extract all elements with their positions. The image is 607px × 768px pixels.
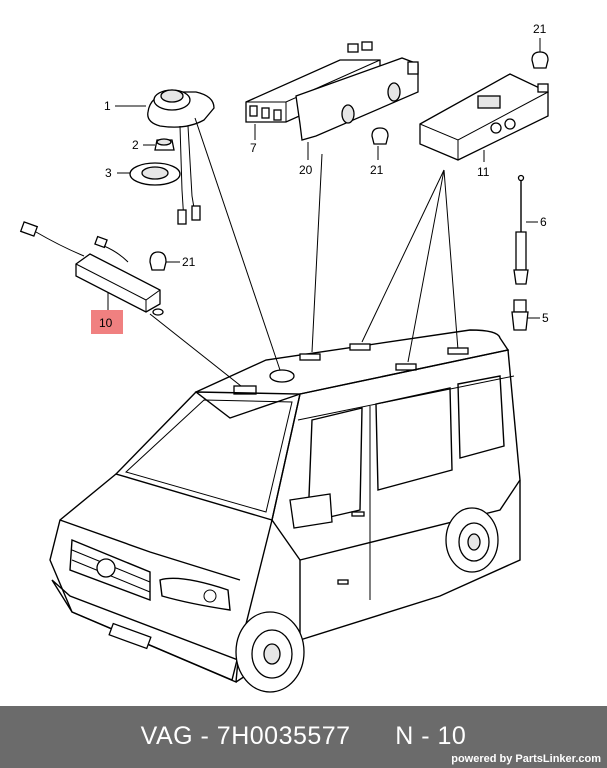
callout-5: 5: [542, 311, 549, 325]
part-1-roof-antenna: [115, 89, 215, 225]
callout-2: 2: [132, 138, 139, 152]
part-10-antenna-module: [19, 221, 164, 316]
part-3-seal: [117, 162, 181, 186]
powered-by-label[interactable]: powered by PartsLinker.com: [451, 753, 601, 765]
brand-link[interactable]: PartsLinker.com: [515, 753, 601, 765]
part-6-rod-antenna: [513, 174, 538, 285]
callout-1: 1: [104, 99, 111, 113]
part-21-nut-b: [531, 38, 549, 69]
callout-21-b: 21: [533, 22, 547, 36]
footer-bar: VAG - 7H0035577 N - 10 powered by PartsL…: [0, 706, 607, 768]
callout-20: 20: [299, 163, 313, 177]
callout-6: 6: [540, 215, 547, 229]
powered-by-text: powered by: [451, 753, 513, 765]
part-2-nut: [143, 138, 175, 151]
part-20-bracket: [295, 57, 419, 160]
callout-11: 11: [477, 165, 490, 179]
callout-21-a: 21: [370, 163, 384, 177]
callout-7: 7: [250, 141, 257, 155]
van-illustration: [49, 329, 521, 693]
callout-10: 10: [99, 316, 113, 330]
part-21-nut-a: [371, 127, 389, 160]
part-21-nut-c: [149, 251, 180, 271]
highlight-box-10: [91, 310, 123, 334]
parts-diagram: 1 2 3 7 20 21 21 11 6 5 21 10: [19, 22, 549, 693]
part-11-control-unit: [419, 73, 549, 162]
part-5-antenna-base: [511, 299, 540, 331]
leader-lines: [149, 117, 459, 391]
callout-3: 3: [105, 166, 112, 180]
part-number-label: VAG - 7H0035577 N - 10: [140, 722, 467, 750]
callout-21-c: 21: [182, 255, 196, 269]
